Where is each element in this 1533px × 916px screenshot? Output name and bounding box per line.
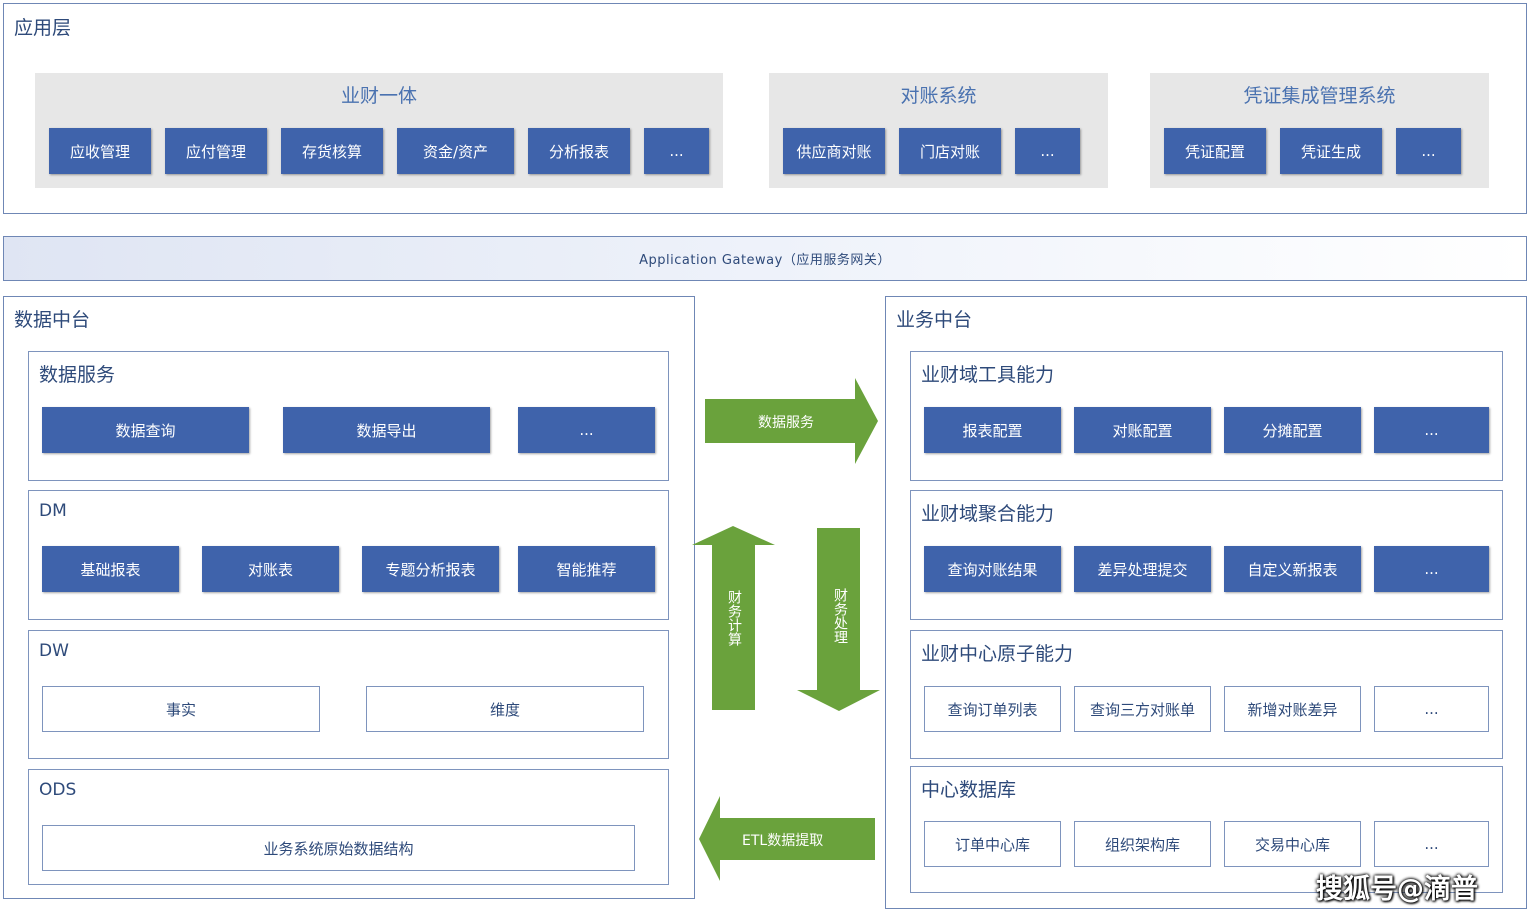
module-button[interactable]: 存货核算 (281, 128, 383, 174)
dimension-table-box[interactable]: 维度 (366, 686, 644, 732)
watermark: 搜狐号@滴普 (1316, 874, 1478, 905)
module-button[interactable]: 专题分析报表 (362, 546, 499, 592)
group-title: 对账系统 (900, 85, 977, 107)
module-button[interactable]: 门店对账 (899, 128, 1001, 174)
module-button[interactable]: 对账配置 (1074, 407, 1211, 453)
more-button[interactable]: ... (518, 407, 655, 453)
layer-title: DW (39, 641, 69, 661)
module-button[interactable]: 应收管理 (49, 128, 151, 174)
layer-title: 业财域聚合能力 (921, 503, 1055, 525)
arrow-label-etl: ETL数据提取 (742, 833, 824, 849)
database-box[interactable]: 组织架构库 (1074, 821, 1211, 867)
module-button[interactable]: 差异处理提交 (1074, 546, 1211, 592)
module-button[interactable]: 应付管理 (165, 128, 267, 174)
module-button[interactable]: 凭证配置 (1164, 128, 1266, 174)
database-box[interactable]: 交易中心库 (1224, 821, 1361, 867)
module-button[interactable]: 查询对账结果 (924, 546, 1061, 592)
arrow-label-data-service: 数据服务 (758, 415, 814, 431)
more-button[interactable]: ... (1374, 407, 1489, 453)
layer-title: 数据服务 (39, 364, 116, 386)
layer-title: 业财中心原子能力 (921, 643, 1074, 665)
module-button[interactable]: 报表配置 (924, 407, 1061, 453)
module-button[interactable]: 自定义新报表 (1224, 546, 1361, 592)
module-box[interactable]: 查询订单列表 (924, 686, 1061, 732)
module-box[interactable]: 查询三方对账单 (1074, 686, 1211, 732)
more-box[interactable]: ... (1374, 686, 1489, 732)
more-button[interactable]: ... (1015, 128, 1080, 174)
more-button[interactable]: ... (1396, 128, 1461, 174)
more-button[interactable]: ... (644, 128, 709, 174)
module-button[interactable]: 分摊配置 (1224, 407, 1361, 453)
module-button[interactable]: 基础报表 (42, 546, 179, 592)
arrow-label-finance-calc: 财务计算 (726, 590, 742, 646)
fact-table-box[interactable]: 事实 (42, 686, 320, 732)
layer-title: 业财域工具能力 (921, 364, 1055, 386)
group-title: 凭证集成管理系统 (1243, 85, 1396, 107)
data-query-button[interactable]: 数据查询 (42, 407, 249, 453)
module-box[interactable]: 新增对账差异 (1224, 686, 1361, 732)
database-box[interactable]: 订单中心库 (924, 821, 1061, 867)
more-button[interactable]: ... (1374, 546, 1489, 592)
layer-title: ODS (39, 780, 77, 800)
application-gateway: Application Gateway（应用服务网关） (3, 236, 1527, 281)
layer-title: DM (39, 501, 67, 521)
arrow-label-finance-process: 财务处理 (832, 588, 848, 644)
module-button[interactable]: 对账表 (202, 546, 339, 592)
app-layer-title: 应用层 (14, 17, 72, 39)
module-button[interactable]: 智能推荐 (518, 546, 655, 592)
module-button[interactable]: 资金/资产 (397, 128, 514, 174)
more-box[interactable]: ... (1374, 821, 1489, 867)
module-button[interactable]: 凭证生成 (1280, 128, 1382, 174)
data-export-button[interactable]: 数据导出 (283, 407, 490, 453)
layer-title: 中心数据库 (921, 779, 1017, 801)
source-data-structure-box[interactable]: 业务系统原始数据结构 (42, 825, 635, 871)
module-button[interactable]: 供应商对账 (783, 128, 885, 174)
business-platform-title: 业务中台 (896, 309, 973, 331)
data-platform-title: 数据中台 (14, 309, 91, 331)
group-title: 业财一体 (340, 85, 417, 107)
module-button[interactable]: 分析报表 (528, 128, 630, 174)
